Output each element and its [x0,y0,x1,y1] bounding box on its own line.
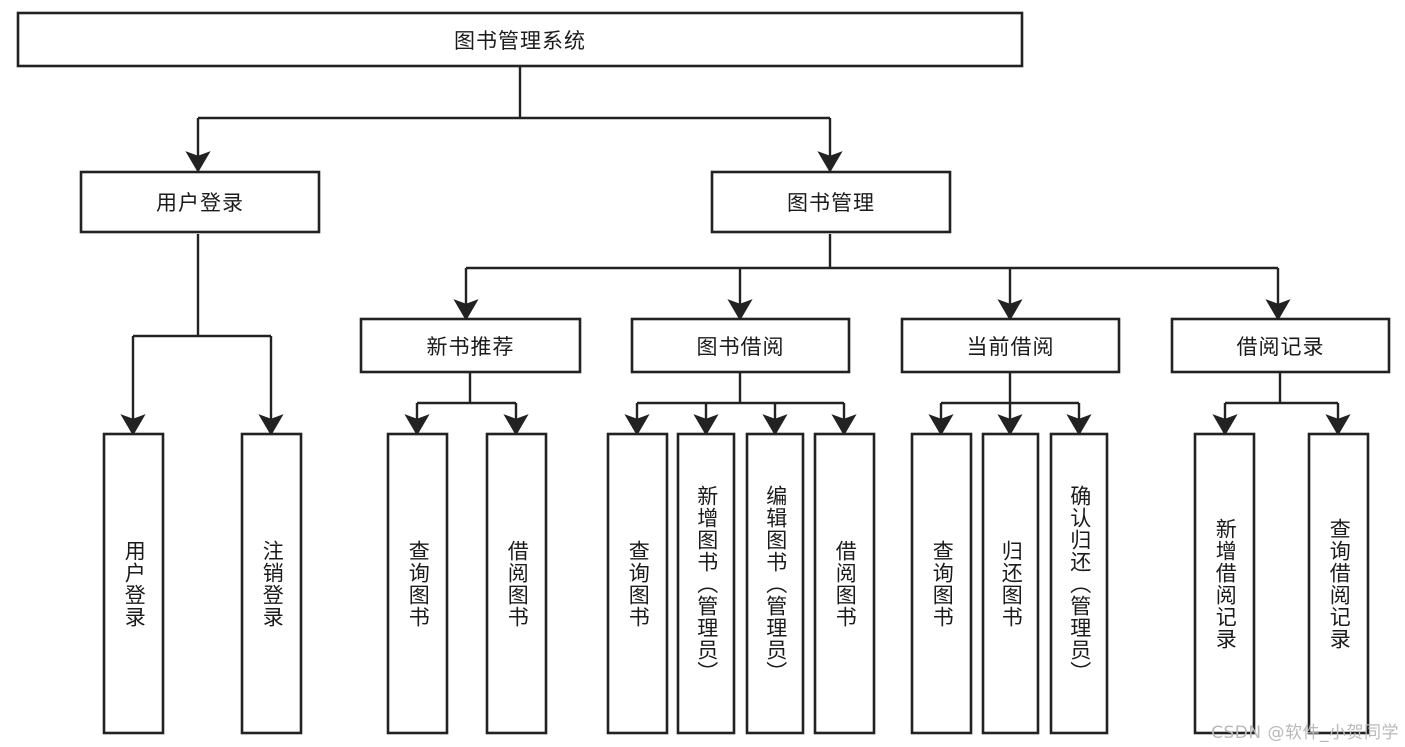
node-leaf-return-book[interactable] [981,432,1040,735]
node-user-login[interactable] [79,170,321,234]
node-leaf-confirm-return[interactable] [1049,432,1109,735]
node-book-borrow[interactable] [630,317,851,374]
node-leaf-borrow-book-1[interactable] [485,432,548,735]
node-leaf-user-login[interactable] [102,432,165,735]
node-root[interactable] [16,11,1024,68]
node-leaf-add-book[interactable] [676,432,736,735]
node-leaf-query-record[interactable] [1307,432,1370,735]
node-leaf-borrow-book-2[interactable] [813,432,876,735]
node-new-book-rec[interactable] [359,317,582,374]
node-borrow-record[interactable] [1170,317,1391,374]
node-leaf-query-book-1[interactable] [386,432,449,735]
node-book-manage[interactable] [710,170,952,234]
watermark: CSDN @软件_小贺同学 [1211,723,1399,743]
node-current-borrow[interactable] [900,317,1121,374]
node-leaf-edit-book[interactable] [745,432,805,735]
node-leaf-logout[interactable] [240,432,303,735]
node-leaf-query-book-2[interactable] [606,432,669,735]
node-leaf-add-record[interactable] [1193,432,1256,735]
node-leaf-query-book-3[interactable] [910,432,973,735]
